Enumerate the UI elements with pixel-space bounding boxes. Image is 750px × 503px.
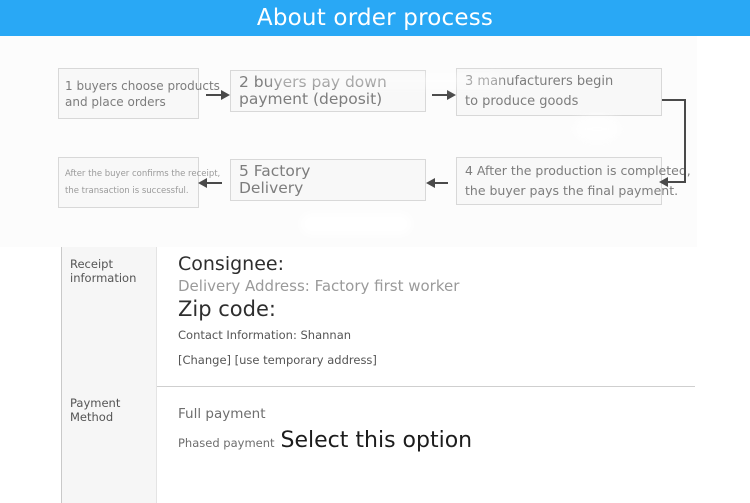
flow-step-1-line-2: and place orders [65, 94, 166, 109]
consignee-field[interactable]: Consignee: [178, 253, 284, 275]
order-form: Receipt information Consignee: Delivery … [61, 247, 695, 503]
flow-step-5-line-1: 5 Factory [239, 162, 311, 180]
payment-option-phased-row: Phased payment Select this option [178, 423, 695, 453]
flow-step-5-line-2: Delivery [239, 179, 304, 197]
elbow-connector-bottom-arrow-icon [659, 177, 686, 187]
flow-step-2: 2 buyers pay down payment (deposit) [230, 70, 426, 112]
receipt-information-row: Receipt information Consignee: Delivery … [61, 247, 695, 387]
flow-step-4-line-1: 4 After the production is completed, [465, 163, 691, 178]
flow-step-1-line-1: 1 buyers choose products [65, 78, 220, 93]
flow-step-2-line-1: 2 buyers pay down [239, 73, 387, 91]
page-title: About order process [256, 4, 494, 31]
zip-code-field[interactable]: Zip code: [178, 297, 276, 321]
blur-artifact-step5 [300, 213, 412, 235]
flow-step-2-line-2: payment (deposit) [239, 90, 383, 108]
blur-artifact-payment [442, 454, 582, 470]
arrow-left-icon-step4-step5 [426, 178, 448, 188]
flow-step-6-line-1: After the buyer confirms the receipt, [65, 168, 221, 179]
payment-option-phased[interactable]: Phased payment [178, 436, 275, 450]
flow-step-3: 3 manufacturers begin to produce goods [456, 68, 662, 116]
flow-step-4-line-2: the buyer pays the final payment. [465, 183, 679, 198]
flow-step-3-line-2: to produce goods [465, 94, 579, 109]
receipt-information-label-line-1: Receipt [70, 257, 113, 271]
receipt-information-body: Consignee: Delivery Address: Factory fir… [157, 247, 695, 386]
blur-artifact-step3 [575, 118, 619, 140]
payment-method-label-line-1: Payment [70, 396, 121, 410]
payment-option-full[interactable]: Full payment [178, 406, 266, 422]
arrow-left-icon-step5-step6 [198, 178, 222, 188]
receipt-information-label-line-2: information [70, 270, 137, 285]
elbow-connector-vertical-segment [684, 99, 686, 182]
flow-step-4: 4 After the production is completed, the… [456, 157, 691, 205]
arrow-right-icon-step2-step3 [432, 90, 456, 100]
payment-method-row: Payment Method Full payment Phased payme… [61, 386, 695, 503]
arrow-right-icon-step1-step2 [206, 90, 230, 100]
payment-method-body: Full payment Phased payment Select this … [157, 386, 695, 503]
flow-step-6: After the buyer confirms the receipt, th… [58, 157, 221, 208]
order-process-flowchart: 1 buyers choose products and place order… [0, 36, 697, 247]
flow-step-6-line-2: the transaction is successful. [65, 185, 189, 196]
flow-step-3-line-1: 3 manufacturers begin [465, 74, 614, 89]
select-this-option-callout: Select this option [280, 428, 473, 453]
flow-step-1: 1 buyers choose products and place order… [58, 68, 220, 119]
contact-information-field[interactable]: Contact Information: Shannan [178, 328, 352, 342]
flow-step-5: 5 Factory Delivery [230, 159, 426, 201]
form-row-divider [61, 386, 695, 387]
receipt-information-label: Receipt information [61, 247, 157, 386]
elbow-connector-top-segment [662, 99, 686, 101]
payment-method-label-line-2: Method [70, 409, 114, 424]
payment-method-label: Payment Method [61, 386, 157, 503]
page-header: About order process [0, 0, 750, 36]
address-actions-links[interactable]: [Change] [use temporary address] [178, 353, 377, 367]
delivery-address-field[interactable]: Delivery Address: Factory first worker [178, 277, 460, 295]
